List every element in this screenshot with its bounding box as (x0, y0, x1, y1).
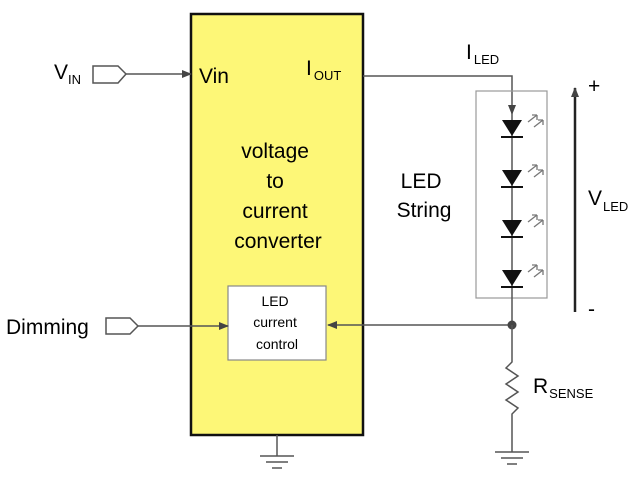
plus-label: + (588, 75, 600, 98)
converter-block (189, 12, 365, 437)
dimming-connector (105, 317, 140, 335)
led-string-label: LED String (397, 170, 452, 222)
current-control-box (227, 285, 327, 361)
converter-title: voltage to current converter (234, 140, 322, 253)
sense-resistor (504, 325, 520, 452)
ground-symbol-sense (495, 451, 529, 465)
minus-label: - (588, 298, 595, 321)
vled-label: VLED (588, 187, 628, 214)
led-diode (501, 114, 544, 138)
current-control-label: LED current control (253, 293, 300, 352)
rsense-label: RSENSE (533, 375, 594, 401)
vin-label: VIN (54, 61, 81, 87)
led-diode (501, 214, 544, 238)
ground-symbol-converter (260, 435, 294, 469)
vin-connector (92, 65, 128, 84)
pin-vin-label: Vin (199, 65, 229, 88)
led-group (501, 114, 544, 288)
led-diode (501, 264, 544, 288)
led-diode (501, 164, 544, 188)
iout-wire (363, 75, 516, 115)
dimming-label: Dimming (6, 316, 89, 339)
